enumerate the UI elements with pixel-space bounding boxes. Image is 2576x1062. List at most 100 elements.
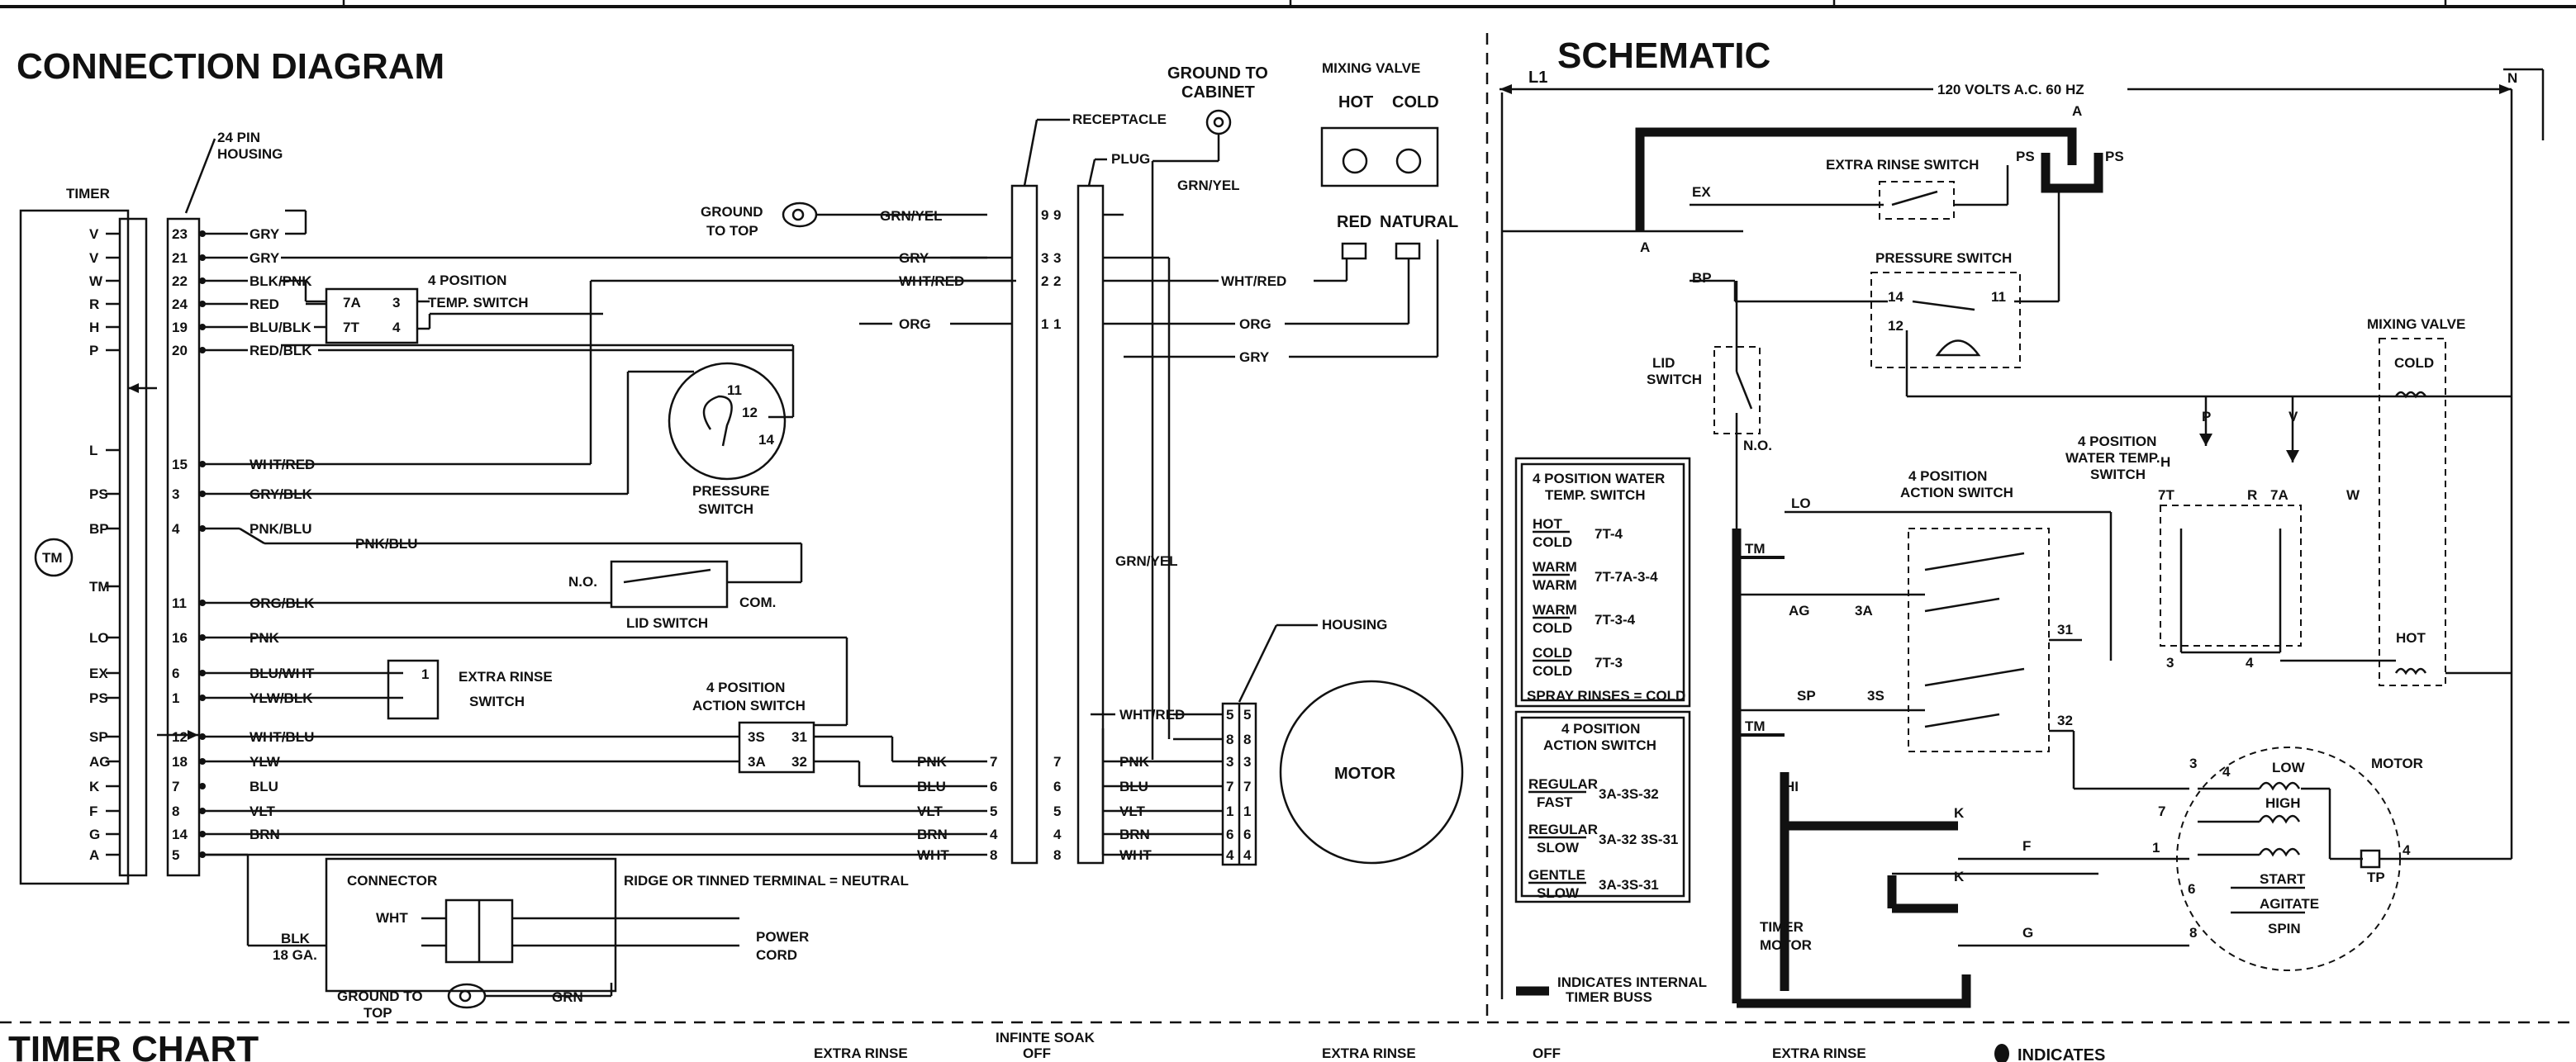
timer-letter: W [89,273,103,289]
sch-31: 31 [2057,622,2073,638]
wt-row-bottom: WARM [1533,577,1577,593]
as-row-value: 3A-32 3S-31 [1599,832,1678,847]
sch-tm1: TM [1745,541,1766,557]
receptacle-label: RECEPTACLE [1072,111,1167,127]
wt-row-bottom: COLD [1533,663,1572,679]
grnyel3-label: GRN/YEL [1115,553,1178,569]
timer-letter: PS [89,690,108,706]
ground-top-label-2: TO TOP [706,223,758,239]
recept-pin-left: 3 [1041,250,1048,266]
sch-hot: HOT [2396,630,2426,646]
lid-switch: PNK/BLU N.O. COM. LID SWITCH [202,527,803,631]
grnyel2-label: GRN/YEL [1177,178,1240,193]
sch-m8: 8 [2189,925,2197,941]
wt-rows: HOTCOLD7T-4WARMWARM7T-7A-3-4WARMCOLD7T-3… [1533,516,1658,679]
housing-pin-right: 5 [1243,707,1251,723]
ps-12: 12 [742,405,758,420]
schematic-timer-contacts: TM TM LO AG 3A SP 3S HI K K F G TIMER MO… [1732,495,2189,1008]
as-row-bottom: SLOW [1537,885,1580,901]
recept-pin-right: 1 [1053,316,1061,332]
wt-row-top: COLD [1533,645,1572,661]
ground-cabinet-2: CABINET [1181,83,1255,102]
schematic-lid-switch: LID SWITCH N.O. [1647,281,1772,529]
sch-no: N.O. [1743,438,1772,453]
temp-switch: 7A 7T 3 4 4 POSITION TEMP. SWITCH [281,273,603,344]
ground-top-1: GROUND TO TOP GRN/YEL [701,201,987,239]
sch-ps-right: PS [2105,149,2124,164]
plug-pin-right: 5 [1053,804,1061,819]
ts-7a: 7A [343,295,361,311]
timer-letter: V [89,250,99,266]
pin-number: 7 [172,779,179,794]
housing-label: HOUSING [1322,617,1387,633]
as-label-2: ACTION SWITCH [692,698,806,714]
recept-pin-left: 1 [1041,316,1048,332]
plug-pin-right: 8 [1053,847,1061,863]
timer-chart-label: INFINTE SOAK [996,1030,1096,1045]
plug-pin-left: 8 [990,847,997,863]
schematic-action-switch: 4 POSITION ACTION SWITCH 31 32 [1900,468,2189,790]
sch-w: W [2346,487,2360,503]
timer-letter: H [89,320,99,335]
pin-number: 24 [172,296,188,312]
sch-3s: 3S [1867,688,1884,704]
sch-tm2: TM [1745,718,1766,734]
pressure-switch: 11 12 14 PRESSURE SWITCH [202,279,1016,517]
blk-label-1: BLK [281,931,311,946]
recept-pin-left: 2 [1041,273,1048,289]
sch-low: LOW [2272,760,2306,775]
pressure-label-2: SWITCH [698,501,753,517]
mv-hot: HOT [1338,93,1373,111]
neutral-label: RIDGE OR TINNED TERMINAL = NEUTRAL [624,873,909,889]
wire-color: BLU/BLK [250,320,311,335]
wt-row-value: 7T-3 [1595,655,1623,671]
sch-m3: 3 [2189,756,2197,771]
recept-pin-right: 9 [1053,207,1061,223]
timer-body [19,209,130,885]
timer-letter: EX [89,666,108,681]
pin-number: 18 [172,754,188,770]
motor-label: MOTOR [1334,765,1396,783]
sch-bp: BP [1692,270,1712,286]
housing-pin-left: 6 [1226,827,1233,842]
as-row-top: REGULAR [1528,776,1598,792]
connection-diagram-title: CONNECTION DIAGRAM [17,46,444,87]
plug-pin-right: 4 [1053,827,1062,842]
l1-label: L1 [1528,69,1547,87]
sch-3: 3 [2166,655,2174,671]
sch-m4b: 4 [2403,842,2411,858]
ast-title-2: ACTION SWITCH [1543,737,1656,753]
motor-wire-label: VLT [917,804,943,819]
sch-pressure-label: PRESSURE SWITCH [1875,250,2012,266]
as-label-1: 4 POSITION [706,680,785,695]
schematic-water-temp: P V H R W 4 POSITION WATER TEMP. SWITCH … [2065,396,2396,671]
er-label-2: SWITCH [469,694,525,709]
timer-chart-label: OFF [1023,1045,1051,1061]
schematic-mixing-valve: MIXING VALVE COLD HOT [2367,89,2513,859]
ts-3: 3 [392,295,400,311]
ground-cabinet-1: GROUND TO [1167,64,1268,83]
pin-number: 11 [172,595,187,611]
power-cord-1: POWER [756,929,809,945]
sch-timer-motor-1: TIMER [1760,919,1804,935]
timer-chart-label: EXTRA RINSE [1772,1045,1866,1061]
housing-pin-right: 7 [1243,779,1251,794]
timer-letter: R [89,296,99,312]
ground-top2-1: GROUND TO [337,989,423,1004]
indicates-dot-icon [1994,1044,2009,1062]
pin-number: 14 [172,827,188,842]
ground-top2-2: TOP [364,1005,392,1021]
sch-timer-motor-2: MOTOR [1760,937,1812,953]
pin-number: 23 [172,226,188,242]
pin-number: 22 [172,273,188,289]
schematic-pressure-switch: PRESSURE SWITCH 14 11 12 BP [1690,190,2445,398]
timer-letter: A [89,847,99,863]
ast-title-1: 4 POSITION [1561,721,1640,737]
wire-color: GRY [250,250,280,266]
mv-cold: COLD [1392,93,1439,111]
wt-row-bottom: COLD [1533,534,1572,550]
ts-4: 4 [392,320,401,335]
timer-letter: K [89,779,100,794]
